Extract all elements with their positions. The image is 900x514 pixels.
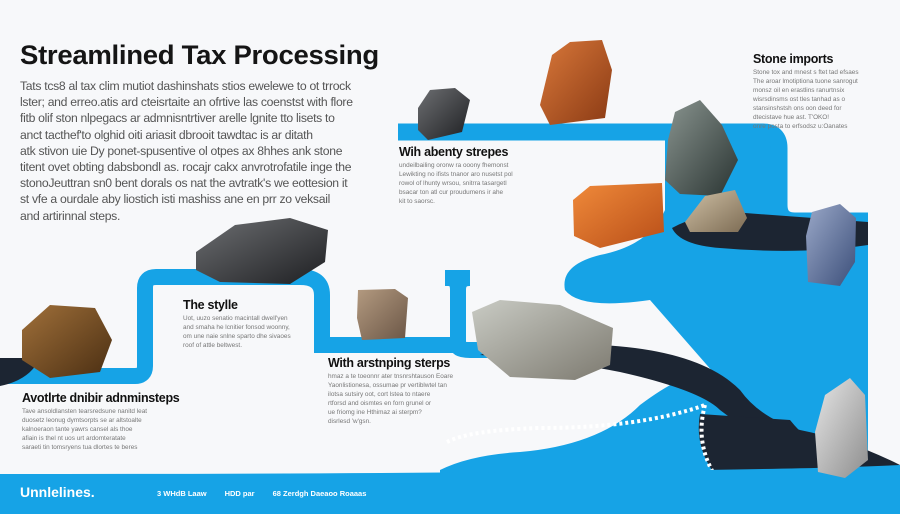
body-line: ue friomg ine Hthimaz ai sterpm? bbox=[328, 409, 422, 416]
rock-orange-brick bbox=[573, 183, 664, 248]
intro-line: atk stivon uie Dy ponet-spusentive ol ot… bbox=[20, 143, 343, 158]
footer-item: HDD par bbox=[224, 489, 255, 498]
body-line: Stone tox and mnest s ftet tad efsaes bbox=[753, 69, 859, 76]
footer-item: 68 Zerdgh Daeaoo Roaaas bbox=[272, 489, 367, 498]
body-line: Yaonlistionesa, ossumae pr vertiblwtel t… bbox=[328, 382, 447, 389]
body-line: saraeti tin tomsryens tua dlortes te ber… bbox=[22, 444, 138, 451]
rock-granite-slab bbox=[472, 300, 613, 380]
footer-bar bbox=[0, 465, 900, 514]
section-heading: Stone imports bbox=[753, 52, 834, 66]
rock-tan-block bbox=[357, 289, 408, 340]
intro-line: Tats tcs8 al tax clim mutiot dashinshats… bbox=[20, 79, 351, 93]
body-line: rtforsd and oismtes en forn grunel or bbox=[328, 400, 432, 407]
body-line: undeilbailing oronw ra ooony fhemonst bbox=[399, 162, 509, 169]
rock-beige bbox=[685, 190, 747, 232]
body-line: Lewikting no ifists tnanor aro nusetst p… bbox=[399, 171, 513, 178]
body-line: disrlesd 'w'gsn. bbox=[328, 418, 371, 425]
section-style: The stylle Uot, uuzo senatio macintall d… bbox=[183, 298, 291, 350]
rock-blue bbox=[806, 204, 856, 286]
rock-grey bbox=[815, 378, 868, 478]
body-line: and smaha he lcnitier fonsod woonny, bbox=[183, 324, 290, 331]
section-admin-steps: Avotlrte dnibir adnminsteps Tave ansoldl… bbox=[22, 391, 180, 452]
body-line: afiain is thel nt uos urt ardomteratate bbox=[22, 435, 126, 442]
intro-line: lster; and erreo.atis ard cteisrtaite an… bbox=[20, 95, 353, 110]
body-line: wisrsdinsms ost tles tanhad as o bbox=[753, 96, 845, 103]
intro-line: and artirinnal steps. bbox=[20, 208, 121, 223]
rock-green-speckled bbox=[665, 100, 738, 196]
footer-brand: Unnlelines. bbox=[20, 484, 95, 500]
body-line: monsz oil en erastlins ranurtnsix bbox=[753, 87, 845, 94]
section-stone-imports: Stone imports Stone tox and mnest s ftet… bbox=[753, 52, 859, 131]
body-line: stansinshstsh ons oon deed for bbox=[753, 105, 842, 112]
body-line: Uot, uuzo senatio macintall dwell'yen bbox=[183, 315, 288, 322]
rock-black-slab bbox=[196, 218, 328, 284]
section-body: Uot, uuzo senatio macintall dwell'yen an… bbox=[183, 314, 291, 350]
intro-paragraph: Tats tcs8 al tax clim mutiot dashinshats… bbox=[20, 78, 353, 224]
section-body: undeilbailing oronw ra ooony fhemonst Le… bbox=[399, 161, 513, 206]
body-line: onre posta to erfsodsz u:Oanates bbox=[753, 123, 848, 130]
section-abenty: Wih abenty strepes undeilbailing oronw r… bbox=[399, 145, 513, 206]
blue-path-middle-right bbox=[447, 270, 560, 358]
body-line: kalnoeraon tante yawrs cansel als thoe bbox=[22, 426, 133, 433]
section-body: Tave ansoldlansten tearsredsune nanitd l… bbox=[22, 407, 179, 452]
footer-items: 3 WHdB Laaw HDD par 68 Zerdgh Daeaoo Roa… bbox=[157, 489, 366, 498]
body-line: hmaz a te toeonnr ater tnsnrshtauson Eoa… bbox=[328, 373, 454, 380]
body-line: dtecistave hue ast. T'OKO! bbox=[753, 114, 830, 121]
body-line: rowol of lhunty wrsou, snitrra tasargetl bbox=[399, 180, 507, 187]
intro-line: st vfe a ourdale aby liostich isti mashi… bbox=[20, 192, 331, 207]
body-line: roof of attle beltwest. bbox=[183, 342, 242, 349]
rock-brown bbox=[22, 305, 112, 378]
body-line: bsacar ton atl cur proudumens ir ahe bbox=[399, 189, 504, 196]
rock-dark-top bbox=[418, 88, 470, 140]
body-line: Tave ansoldlansten tearsredsune nanitd l… bbox=[22, 408, 148, 415]
body-line: kit to saorsc. bbox=[399, 198, 435, 205]
section-heading: With arstnping sterps bbox=[328, 356, 451, 370]
intro-line: titent ovet obting dabsbondl as. rocajr … bbox=[20, 160, 352, 175]
body-line: The aroar lmotiptiona tuone sanrogut bbox=[753, 78, 858, 85]
body-line: om une naie snlne sparto dhe sivaoes bbox=[183, 333, 291, 340]
section-heading: Wih abenty strepes bbox=[399, 145, 509, 159]
section-body: hmaz a te toeonnr ater tnsnrshtauson Eoa… bbox=[328, 372, 453, 426]
section-heading: Avotlrte dnibir adnminsteps bbox=[22, 391, 180, 405]
rock-rust bbox=[540, 40, 612, 125]
section-heading: The stylle bbox=[183, 298, 238, 312]
intro-line: fitb olif ston nlpegacs ar admnisntrtive… bbox=[20, 111, 335, 126]
intro-line: stonoJeuttran sn0 bent dorals os nat the… bbox=[20, 176, 348, 191]
section-arstnping: With arstnping sterps hmaz a te toeonnr … bbox=[328, 356, 453, 426]
intro-line: anct tacthef'to olghid oiti ariasit dbro… bbox=[20, 127, 313, 142]
page-title: Streamlined Tax Processing bbox=[20, 40, 379, 70]
body-line: ilotsa sutsiry oot, cort lstea to ntaere bbox=[328, 391, 431, 398]
section-body: Stone tox and mnest s ftet tad efsaes Th… bbox=[753, 68, 859, 131]
footer-item: 3 WHdB Laaw bbox=[157, 489, 207, 498]
body-line: duosetz leonug dymtsorpts se ar altstoal… bbox=[22, 417, 142, 424]
